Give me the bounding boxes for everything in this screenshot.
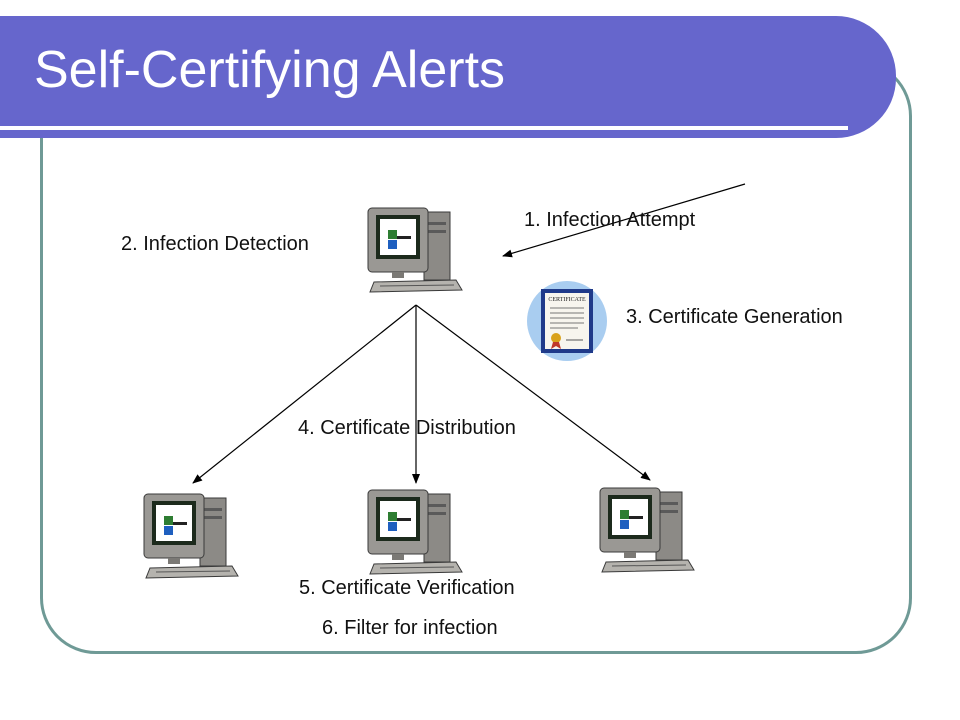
distribution-arrow-left xyxy=(192,304,417,484)
step-certificate-verification: 5. Certificate Verification xyxy=(299,577,515,599)
title-underline xyxy=(0,126,848,130)
certificate-icon: CERTIFICATE xyxy=(527,281,607,361)
certificate-heading: CERTIFICATE xyxy=(548,297,586,303)
title-banner xyxy=(0,16,896,138)
step-certificate-distribution: 4. Certificate Distribution xyxy=(298,417,516,439)
step-infection-attempt: 1. Infection Attempt xyxy=(524,209,696,231)
desktop-computer-icon xyxy=(367,207,463,293)
distribution-arrow-right xyxy=(415,304,651,481)
step-certificate-generation: 3. Certificate Generation xyxy=(626,306,843,328)
step-filter-for-infection: 6. Filter for infection xyxy=(322,617,498,639)
desktop-computer-icon xyxy=(143,493,239,579)
desktop-computer-icon xyxy=(367,489,463,575)
step-infection-detection: 2. Infection Detection xyxy=(121,233,309,255)
slide-title: Self-Certifying Alerts xyxy=(34,41,506,99)
attempt-arrow xyxy=(502,183,746,258)
desktop-computer-icon xyxy=(599,487,695,573)
